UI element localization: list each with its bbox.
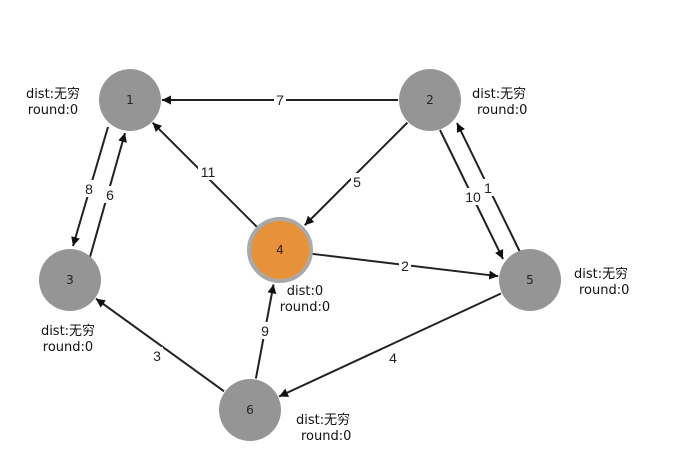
edge-weight-background	[482, 179, 494, 196]
node-round-label: round:0	[280, 300, 330, 315]
node-round-label: round:0	[477, 103, 527, 118]
edge-weight-label: 7	[276, 92, 284, 108]
node-label: 1	[126, 93, 134, 107]
edge-weight-background	[274, 91, 286, 108]
node-dist-label: dist:无穷	[296, 412, 350, 428]
edge-weight-background	[104, 186, 116, 203]
node-circle	[39, 249, 101, 311]
node-dist-label: dist:0	[287, 284, 323, 299]
edge-weight-background	[151, 347, 163, 364]
node-round-label: round:0	[28, 103, 78, 118]
edge-weight-label: 3	[153, 348, 161, 364]
edge-weight-label: 2	[401, 258, 409, 274]
node-circle-active	[247, 217, 313, 283]
node-circle	[99, 69, 161, 131]
edge-weight-label: 4	[389, 350, 397, 366]
edge-weight-label: 9	[261, 323, 269, 339]
edge-weight-label: 11	[201, 164, 216, 180]
node-label: 3	[66, 273, 74, 287]
node-label: 5	[526, 273, 534, 287]
edge-1-to-3: 8	[71, 126, 109, 247]
node-3: 3	[39, 249, 101, 311]
edge-line	[278, 292, 502, 398]
node-round-label: round:0	[301, 429, 351, 444]
node-dist-label: dist:无穷	[472, 86, 526, 102]
edge-weight-background	[399, 257, 411, 274]
edge-weight-background	[83, 180, 95, 197]
node-label: 4	[276, 243, 284, 257]
node-round-label: round:0	[43, 340, 93, 355]
edge-5-to-2: 1	[456, 122, 521, 253]
node-circle	[499, 249, 561, 311]
edge-weight-background	[259, 322, 271, 339]
annotations-layer: dist:无穷round:0dist:无穷round:0dist:无穷round…	[26, 86, 629, 444]
edge-weight-label: 1	[484, 180, 492, 196]
edge-6-to-4: 9	[254, 284, 277, 379]
node-round-label: round:0	[579, 283, 629, 298]
edge-weight-label: 10	[465, 189, 481, 205]
edge-2-to-1: 7	[162, 91, 398, 108]
edge-weight-label: 5	[353, 174, 361, 190]
node-dist-label: dist:无穷	[41, 323, 95, 339]
node-dist-label: dist:无穷	[26, 86, 80, 102]
edge-weight-background	[351, 173, 363, 190]
node-1: 1	[99, 69, 161, 131]
node-label: 2	[426, 93, 434, 107]
edge-2-to-5: 10	[439, 129, 504, 260]
edge-3-to-1: 6	[89, 132, 127, 258]
node-circle	[399, 69, 461, 131]
edge-weight-label: 8	[85, 181, 93, 197]
edge-6-to-3: 3	[95, 297, 225, 393]
nodes-layer: 1 2 3 4 5 6	[39, 69, 561, 441]
node-5: 5	[499, 249, 561, 311]
edge-line	[95, 297, 225, 393]
edge-weight-background	[198, 163, 218, 180]
node-6: 6	[219, 379, 281, 441]
edge-4-to-1: 11	[151, 121, 259, 229]
node-4: 4	[247, 217, 313, 283]
node-label: 6	[246, 403, 254, 417]
edge-2-to-4: 5	[304, 121, 409, 226]
edge-weight-background	[463, 188, 483, 205]
node-circle	[219, 379, 281, 441]
edge-4-to-5: 2	[311, 252, 499, 280]
node-2: 2	[399, 69, 461, 131]
edge-weight-background	[387, 349, 399, 366]
node-dist-label: dist:无穷	[574, 266, 628, 282]
edge-weight-label: 6	[106, 187, 114, 203]
edge-5-to-6: 4	[278, 292, 502, 398]
